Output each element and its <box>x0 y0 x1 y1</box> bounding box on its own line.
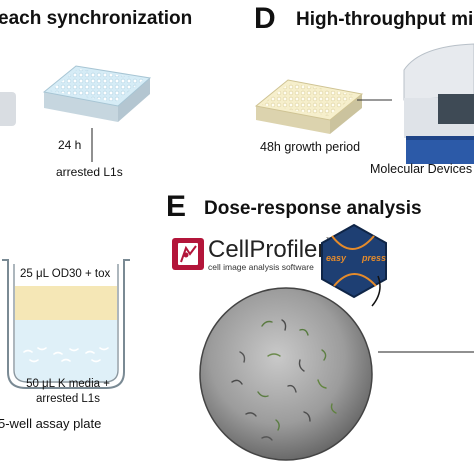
easyxpress-right-text: press <box>362 253 387 263</box>
panel-e-letter: E <box>166 190 187 223</box>
panel-d-title: High-throughput micr <box>296 9 474 30</box>
arrested-label: arrested L1s <box>56 165 123 179</box>
partial-plate-edge <box>0 92 16 126</box>
cellprofiler-tagline: cell image analysis software <box>208 262 314 272</box>
timepoint-label: 24 h <box>58 138 82 152</box>
cellprofiler-name-text: CellProfiler <box>208 236 326 263</box>
growth-label: 48h growth period <box>260 140 361 154</box>
instrument-label: Molecular Devices <box>370 162 473 176</box>
cellprofiler-name: CellProfiler™ <box>208 236 333 264</box>
plate-label: 5-well assay plate <box>0 416 102 431</box>
cellprofiler-logo-icon <box>172 238 204 270</box>
panel-c-title: each synchronization <box>0 8 193 29</box>
panel-d-letter: D <box>254 2 276 35</box>
panel-e-title: Dose-response analysis <box>204 198 422 219</box>
bottom-layer-label-1: 50 μL K media + <box>26 378 110 390</box>
top-layer-label: 25 μL OD30 + tox <box>20 268 111 280</box>
bottom-layer-label-2: arrested L1s <box>36 393 100 405</box>
easyxpress-left-text: easy <box>326 253 347 263</box>
